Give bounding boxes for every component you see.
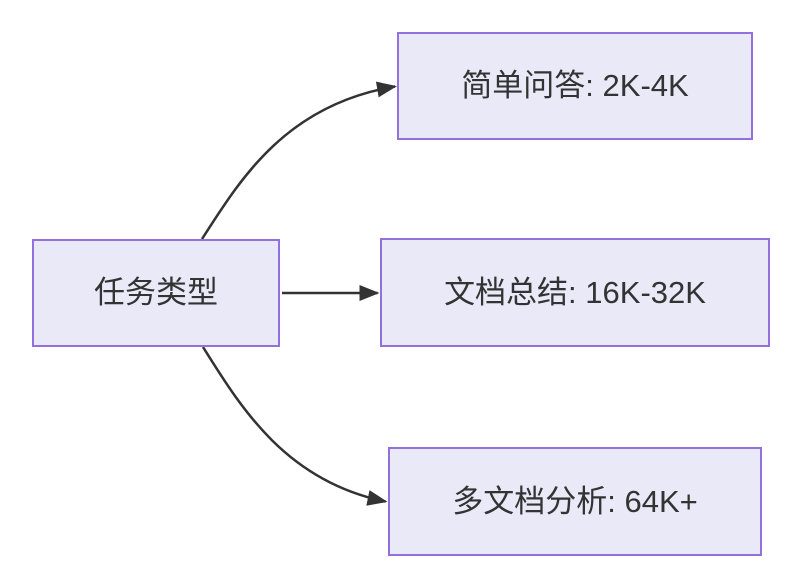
node-task-type-label: 任务类型 — [94, 275, 218, 311]
node-multi-doc-analysis-label: 多文档分析: 64K+ — [452, 483, 698, 519]
edge-task-to-multi-doc — [201, 346, 388, 506]
edge-task-to-simple-qa — [200, 81, 397, 240]
node-simple-qa: 简单问答: 2K-4K — [397, 32, 753, 140]
node-doc-summary: 文档总结: 16K-32K — [380, 238, 770, 347]
node-multi-doc-analysis: 多文档分析: 64K+ — [388, 447, 762, 556]
node-doc-summary-label: 文档总结: 16K-32K — [444, 274, 706, 310]
node-task-type: 任务类型 — [32, 239, 280, 347]
node-simple-qa-label: 简单问答: 2K-4K — [461, 68, 689, 104]
